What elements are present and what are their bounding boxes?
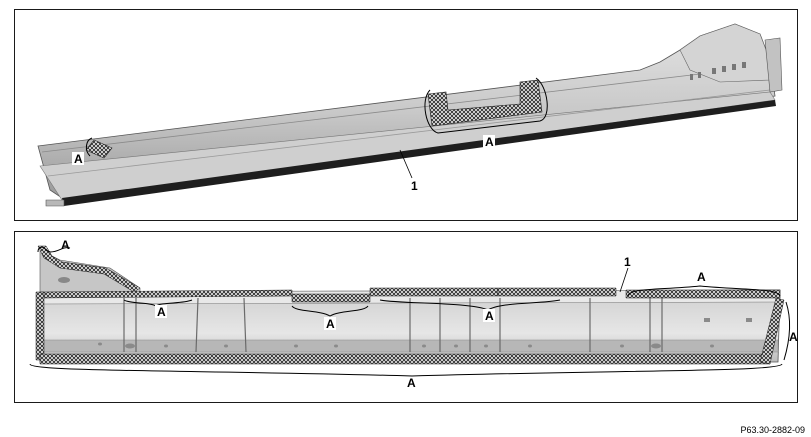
bottom-callout-a-bottom: A — [407, 376, 416, 390]
bottom-part-number-1: 1 — [624, 255, 631, 269]
top-callout-a-middle: A — [485, 135, 494, 149]
bottom-callout-a-left: A — [157, 305, 166, 319]
top-leader-line-1 — [399, 149, 413, 179]
bottom-hatch-regions — [35, 245, 785, 365]
top-hatch-region-left — [85, 139, 113, 159]
bottom-callout-a-middle: A — [485, 309, 494, 323]
figure-id: P63.30-2882-09 — [740, 425, 805, 435]
bottom-callout-a-right-top: A — [697, 270, 706, 284]
top-bracket-left — [85, 137, 93, 157]
top-bracket-middle — [424, 77, 548, 134]
bottom-leader-line-1 — [619, 267, 629, 293]
top-side-rail-part — [37, 23, 783, 207]
top-hatch-region-middle — [427, 79, 543, 127]
top-part-number-1: 1 — [411, 179, 418, 193]
bottom-callout-a-upper-left: A — [61, 238, 70, 252]
bottom-side-rail-inner-view — [39, 249, 781, 363]
top-callout-a-left: A — [74, 152, 83, 166]
bottom-callout-a-middle-left: A — [326, 317, 335, 331]
bottom-callout-a-right: A — [789, 330, 798, 344]
